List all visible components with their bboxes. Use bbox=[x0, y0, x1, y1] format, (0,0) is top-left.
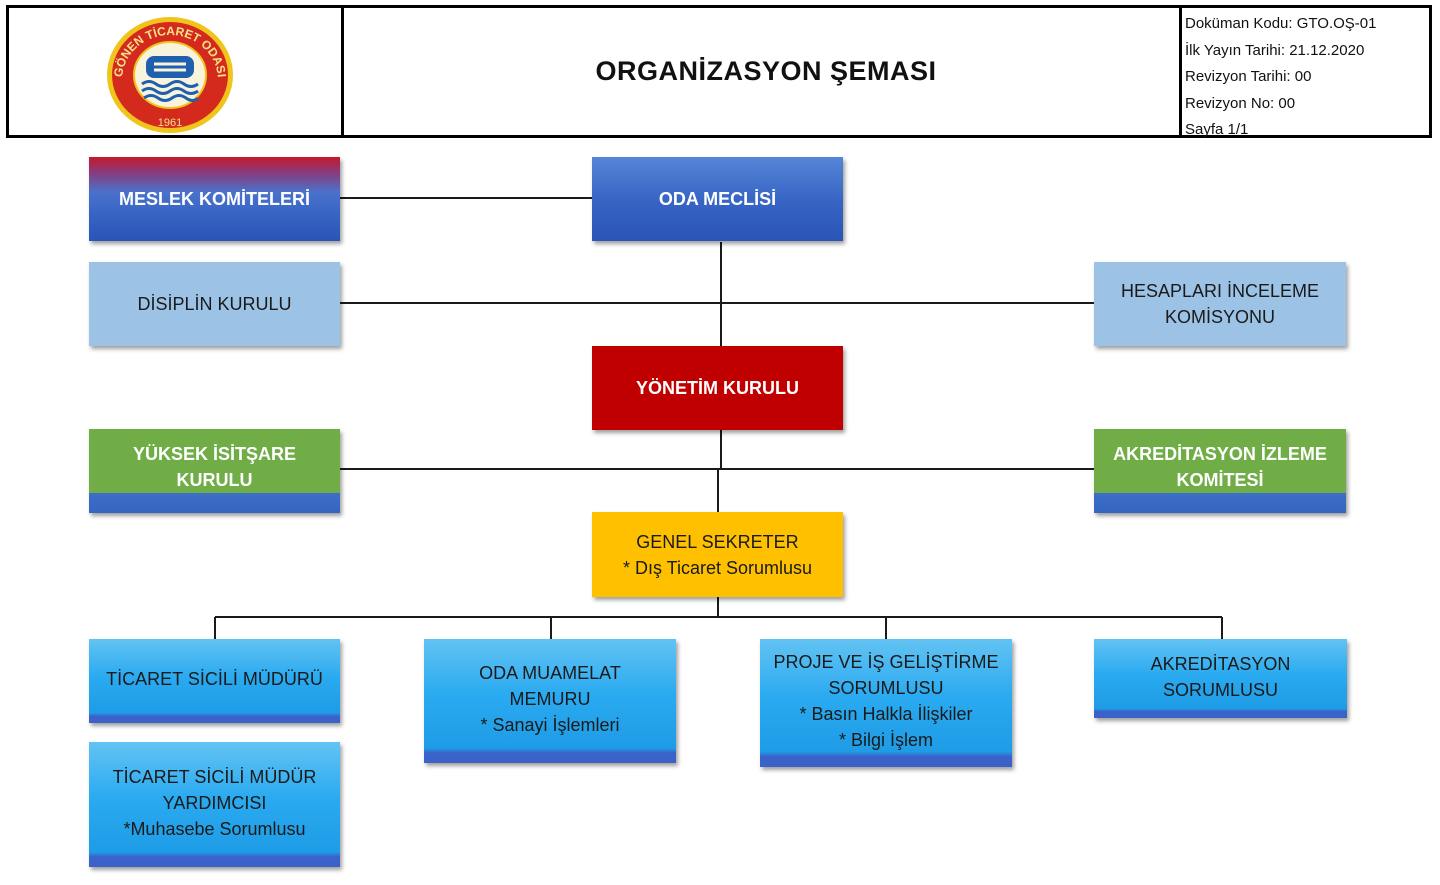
genel-sekreter-box: GENEL SEKRETER * Dış Ticaret Sorumlusu bbox=[592, 512, 843, 597]
revision-no: Revizyon No: 00 bbox=[1185, 94, 1296, 112]
oda-muamelat-memuru-note: * Sanayi İşlemleri bbox=[480, 715, 620, 735]
disiplin-kurulu-box: DİSİPLİN KURULU bbox=[89, 262, 340, 346]
akreditasyon-sorumlusu-line1: AKREDİTASYON bbox=[1150, 653, 1291, 674]
header-divider bbox=[1179, 8, 1182, 135]
akreditasyon-sorumlusu-line2: SORUMLUSU bbox=[1162, 679, 1278, 700]
meslek-komiteleri-label: MESLEK KOMİTELERİ bbox=[118, 189, 310, 209]
proje-is-gelistirme-line2: SORUMLUSU bbox=[828, 678, 944, 698]
akreditasyon-izleme-line1: AKREDİTASYON İZLEME bbox=[1113, 444, 1327, 464]
oda-muamelat-memuru-line1: ODA MUAMELAT bbox=[479, 663, 621, 683]
akreditasyon-sorumlusu-box: AKREDİTASYON SORUMLUSU bbox=[1094, 639, 1347, 718]
proje-is-gelistirme-note2: * Bilgi İşlem bbox=[838, 730, 934, 750]
yuksek-isitsare-line2: KURULU bbox=[176, 470, 253, 490]
akreditasyon-izleme-box: AKREDİTASYON İZLEME KOMİTESİ bbox=[1094, 429, 1346, 513]
revision-date: Revizyon Tarihi: 00 bbox=[1185, 68, 1312, 85]
ticaret-sicili-mudur-yardimcisi-line2: YARDIMCISI bbox=[162, 792, 267, 813]
proje-is-gelistirme-note1: * Basın Halkla İlişkiler bbox=[799, 704, 973, 724]
oda-meclisi-label: ODA MECLİSİ bbox=[658, 189, 777, 209]
chamber-logo: GÖNEN TİCARET ODASI 1961 bbox=[107, 17, 233, 133]
doc-code: Doküman Kodu: GTO.OŞ-01 bbox=[1185, 15, 1377, 32]
proje-is-gelistirme-line1: PROJE VE İŞ GELİŞTİRME bbox=[773, 652, 999, 672]
oda-muamelat-memuru-line2: MEMURU bbox=[509, 689, 591, 709]
akreditasyon-izleme-line2: KOMİTESİ bbox=[1176, 470, 1264, 490]
ticaret-sicili-muduru-label: TİCARET SİCİLİ MÜDÜRÜ bbox=[106, 669, 323, 689]
hesaplari-inceleme-line1: HESAPLARI İNCELEME bbox=[1120, 281, 1320, 301]
page-number: Sayfa 1/1 bbox=[1185, 121, 1249, 138]
hesaplari-inceleme-box: HESAPLARI İNCELEME KOMİSYONU bbox=[1094, 262, 1346, 346]
oda-meclisi-box: ODA MECLİSİ bbox=[592, 157, 843, 241]
ticaret-sicili-mudur-yardimcisi-note: *Muhasebe Sorumlusu bbox=[123, 818, 306, 839]
logo-year: 1961 bbox=[158, 117, 182, 129]
document-header: GÖNEN TİCARET ODASI 1961 ORGANİZASYON ŞE… bbox=[6, 5, 1432, 138]
oda-muamelat-memuru-box: ODA MUAMELAT MEMURU * Sanayi İşlemleri bbox=[424, 639, 676, 763]
proje-is-gelistirme-box: PROJE VE İŞ GELİŞTİRME SORUMLUSU * Basın… bbox=[760, 639, 1012, 767]
yuksek-isitsare-box: YÜKSEK İSİTŞARE KURULU bbox=[89, 429, 340, 513]
ticaret-sicili-muduru-box: TİCARET SİCİLİ MÜDÜRÜ bbox=[89, 639, 340, 723]
yonetim-kurulu-label: YÖNETİM KURULU bbox=[636, 378, 799, 398]
genel-sekreter-note: * Dış Ticaret Sorumlusu bbox=[622, 557, 813, 578]
page-title: ORGANİZASYON ŞEMASI bbox=[595, 56, 937, 86]
genel-sekreter-title: GENEL SEKRETER bbox=[636, 531, 799, 552]
document-info: Doküman Kodu: GTO.OŞ-01 İlk Yayın Tarihi… bbox=[1185, 11, 1429, 144]
ticaret-sicili-mudur-yardimcisi-box: TİCARET SİCİLİ MÜDÜR YARDIMCISI *Muhaseb… bbox=[89, 742, 340, 867]
ticaret-sicili-mudur-yardimcisi-line1: TİCARET SİCİLİ MÜDÜR bbox=[112, 766, 317, 787]
disiplin-kurulu-label: DİSİPLİN KURULU bbox=[137, 294, 292, 314]
hesaplari-inceleme-line2: KOMİSYONU bbox=[1164, 307, 1275, 327]
header-divider bbox=[341, 8, 344, 135]
yonetim-kurulu-box: YÖNETİM KURULU bbox=[592, 346, 843, 430]
meslek-komiteleri-box: MESLEK KOMİTELERİ bbox=[89, 157, 340, 241]
first-publish-date: İlk Yayın Tarihi: 21.12.2020 bbox=[1185, 41, 1365, 59]
yuksek-isitsare-line1: YÜKSEK İSİTŞARE bbox=[132, 444, 297, 464]
